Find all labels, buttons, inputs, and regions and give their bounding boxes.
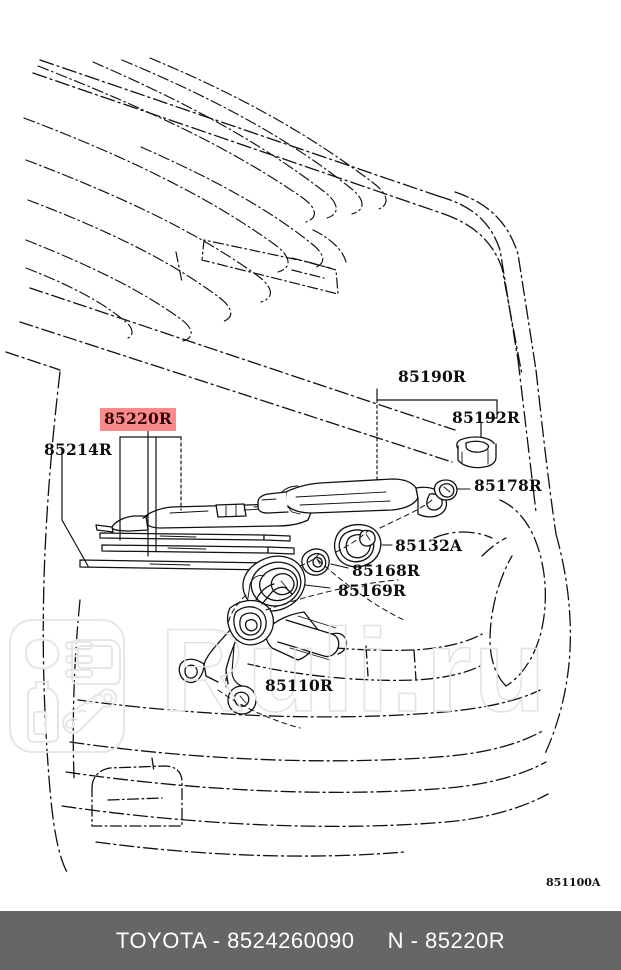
part-label-85220R[interactable]: 85220R	[100, 408, 177, 431]
license-plate-recess	[91, 757, 183, 827]
part-label-85110R[interactable]: 85110R	[265, 676, 334, 695]
part-label-85214R[interactable]: 85214R	[44, 440, 113, 459]
part-label-85178R[interactable]: 85178R	[474, 476, 543, 495]
wiper-blade-rubber-inserts	[79, 532, 297, 572]
part-label-85190R[interactable]: 85190R	[398, 367, 467, 386]
part-label-85168R[interactable]: 85168R	[352, 561, 421, 580]
wiper-bushing-85168R	[301, 548, 330, 576]
part-label-85169R[interactable]: 85169R	[338, 581, 407, 600]
blade-insert-leader-bracket	[61, 436, 182, 567]
wiper-arm-nut-85178R	[433, 479, 458, 501]
parts-diagram-drawing	[5, 57, 572, 875]
right-pillar-edges	[433, 359, 572, 757]
diagram-reference-code: 851100A	[546, 876, 601, 889]
wiper-motor-assembly	[178, 575, 348, 715]
defogger-grid-lines	[23, 57, 387, 342]
hatch-handle-garnish	[247, 633, 485, 682]
packing-leader-line	[304, 584, 331, 589]
rear-window-outline	[32, 59, 537, 376]
bushing-leader-line	[330, 563, 349, 569]
part-label-85132A[interactable]: 85132A	[395, 536, 463, 555]
wiper-arm	[257, 478, 448, 518]
part-label-85192R[interactable]: 85192R	[452, 408, 521, 427]
high-mount-lamp	[175, 229, 347, 295]
wiper-arm-group-bracket	[376, 388, 498, 498]
hatch-panel-edges	[5, 287, 456, 463]
wiper-grommet-85132A	[333, 523, 382, 568]
wiper-arm-cap-85192R	[456, 436, 497, 469]
assembly-leader-lines	[217, 499, 433, 729]
lower-hatch-trim	[61, 689, 549, 857]
footer-bar: TOYOTA - 8524260090 N - 85220R	[0, 911, 621, 970]
footer-part-reference: TOYOTA - 8524260090 N - 85220R	[115, 927, 506, 953]
